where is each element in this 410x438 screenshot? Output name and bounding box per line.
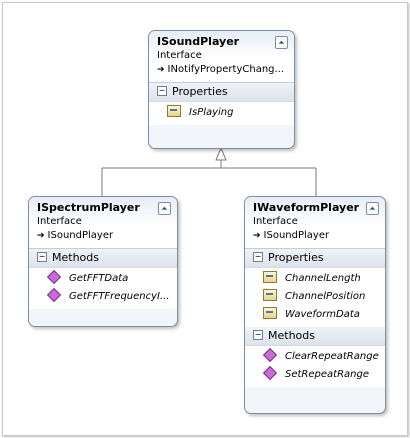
member-name: ChannelPosition (285, 291, 366, 302)
property-icon (263, 271, 277, 283)
class-box-iwaveformplayer[interactable]: IWaveformPlayer Interface ➔ISoundPlayer … (244, 196, 386, 414)
class-header: IWaveformPlayer Interface ➔ISoundPlayer … (245, 197, 385, 249)
member-method[interactable]: GetFFTData (29, 270, 177, 288)
section-title: Properties (268, 251, 324, 264)
class-stereotype: Interface (37, 216, 82, 227)
class-stereotype: Interface (157, 50, 202, 61)
inheritance-arrowhead (215, 146, 227, 161)
inherits-arrow-icon: ➔ (37, 231, 45, 241)
section-header-properties[interactable]: −Properties (245, 249, 385, 268)
collapse-section-icon[interactable]: − (253, 252, 263, 262)
member-property[interactable]: ChannelLength (245, 270, 385, 288)
member-name: ClearRepeatRange (285, 351, 379, 362)
class-name: ISpectrumPlayer (37, 201, 140, 214)
member-name: WaveformData (285, 309, 360, 320)
class-base-type: ➔ISoundPlayer (37, 229, 169, 243)
member-list: ClearRepeatRange SetRepeatRange (245, 346, 385, 387)
section-header-methods[interactable]: −Methods (245, 327, 385, 346)
collapse-section-icon[interactable]: − (253, 330, 263, 340)
class-base-name: ISoundPlayer (263, 230, 330, 241)
member-name: SetRepeatRange (285, 369, 369, 380)
double-chevron-up-icon[interactable]: ⏶ (275, 36, 288, 49)
property-icon (263, 307, 277, 319)
collapse-section-icon[interactable]: − (37, 252, 47, 262)
method-icon (262, 366, 278, 381)
section-header-properties[interactable]: −Properties (149, 83, 294, 102)
class-base-name: ISoundPlayer (47, 230, 114, 241)
class-box-ispectrumplayer[interactable]: ISpectrumPlayer Interface ➔ISoundPlayer … (28, 196, 178, 327)
class-header: ISpectrumPlayer Interface ➔ISoundPlayer … (29, 197, 177, 249)
class-name: ISoundPlayer (157, 35, 240, 48)
section-title: Methods (52, 251, 99, 264)
collapse-section-icon[interactable]: − (157, 86, 167, 96)
inherits-arrow-icon: ➔ (253, 231, 261, 241)
property-icon (167, 105, 181, 117)
section-title: Properties (172, 85, 228, 98)
member-method[interactable]: SetRepeatRange (245, 366, 385, 384)
inherits-arrow-icon: ➔ (157, 65, 165, 75)
class-stereotype: Interface (253, 216, 298, 227)
member-list: IsPlaying (149, 102, 294, 125)
member-list: ChannelLength ChannelPosition WaveformDa… (245, 268, 385, 327)
section-title: Methods (268, 329, 315, 342)
section-header-methods[interactable]: −Methods (29, 249, 177, 268)
member-name: GetFFTFrequencyI... (69, 291, 170, 302)
class-name: IWaveformPlayer (253, 201, 360, 214)
class-header: ISoundPlayer Interface ➔INotifyPropertyC… (149, 31, 294, 83)
method-icon (262, 348, 278, 363)
double-chevron-up-icon[interactable]: ⏶ (366, 202, 379, 215)
member-list: GetFFTData GetFFTFrequencyI... (29, 268, 177, 309)
method-icon (46, 288, 62, 303)
method-icon (46, 270, 62, 285)
member-method[interactable]: GetFFTFrequencyI... (29, 288, 177, 306)
member-property[interactable]: IsPlaying (149, 104, 294, 122)
class-base-name: INotifyPropertyChang... (167, 64, 285, 75)
member-property[interactable]: ChannelPosition (245, 288, 385, 306)
property-icon (263, 289, 277, 301)
member-name: IsPlaying (189, 107, 234, 118)
member-name: ChannelLength (285, 273, 361, 284)
class-box-isoundplayer[interactable]: ISoundPlayer Interface ➔INotifyPropertyC… (148, 30, 295, 149)
member-name: GetFFTData (69, 273, 129, 284)
class-base-type: ➔INotifyPropertyChang... (157, 63, 286, 77)
member-property[interactable]: WaveformData (245, 306, 385, 324)
member-method[interactable]: ClearRepeatRange (245, 348, 385, 366)
class-base-type: ➔ISoundPlayer (253, 229, 377, 243)
double-chevron-up-icon[interactable]: ⏶ (158, 202, 171, 215)
